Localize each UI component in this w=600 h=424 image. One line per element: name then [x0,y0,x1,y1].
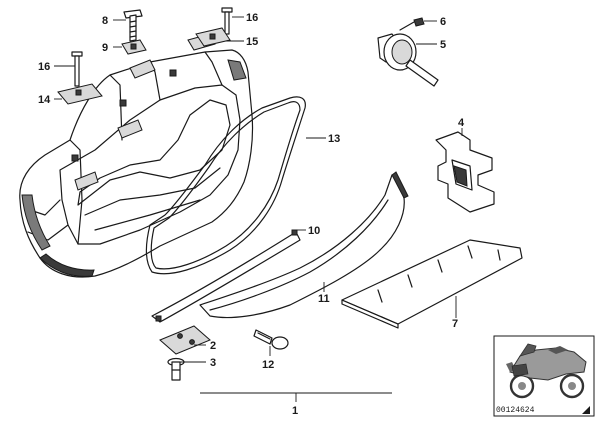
floor-panel [341,239,523,329]
callout-1: 1 [292,405,298,417]
callout-6: 6 [440,16,446,28]
callout-7: 7 [452,318,458,330]
callout-3: 3 [210,357,216,369]
vehicle-thumbnail: 00124624 [493,335,595,417]
corner-arrow-icon [582,406,590,414]
pannier-case-body [19,33,254,278]
callout-16-top: 16 [246,12,258,24]
callout-16-left: 16 [38,61,50,73]
callout-14: 14 [38,94,51,106]
nut-plate-15 [195,27,231,47]
screw-12 [253,329,289,350]
callout-8: 8 [102,15,108,27]
callout-9: 9 [102,42,108,54]
callout-2: 2 [210,340,216,352]
lower-trim-strip [199,171,409,319]
callout-13: 13 [328,133,340,145]
fastener-bolt-16-top [221,7,233,35]
leader-lines [54,16,463,363]
nut-plate-9 [121,39,147,55]
reference-number: 00124624 [496,406,535,415]
hinge-plate-2 [159,325,211,355]
callout-12: 12 [262,359,274,371]
callout-5: 5 [440,39,446,51]
seal-gasket [145,96,306,275]
callout-4: 4 [458,117,465,129]
strap [151,229,301,323]
fastener-screw-8 [123,9,143,42]
callout-10: 10 [308,225,320,237]
callout-labels: 1 2 3 4 5 6 7 8 9 10 11 12 13 14 15 16 1… [38,12,465,417]
nut-plate-14 [57,83,103,105]
callout-11: 11 [318,293,330,305]
motorcycle-silhouette [506,343,587,399]
mounting-bracket [435,131,495,213]
fastener-bolt-16-left [71,51,83,87]
callout-15: 15 [246,36,258,48]
lock-actuator [377,17,439,87]
